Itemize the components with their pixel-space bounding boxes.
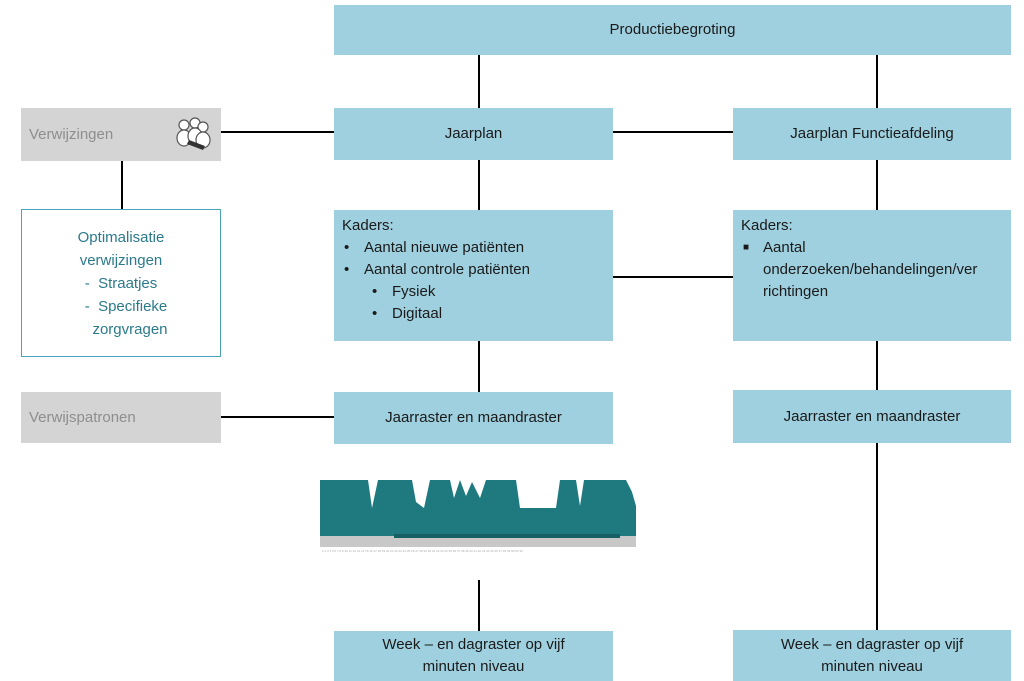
- connector-jaarplan-kaders: [478, 160, 480, 210]
- kaders-left-subitem: •Digitaal: [372, 305, 443, 322]
- raster-left-label: Jaarraster en maandraster: [385, 409, 562, 426]
- raster-left-box: Jaarraster en maandraster: [334, 392, 613, 444]
- people-group-icon: [173, 116, 213, 154]
- optimalisatie-item-zorgvragen: zorgvragen: [92, 320, 168, 338]
- connector-kaders-raster-right: [876, 341, 878, 390]
- connector-raster-week-right: [876, 443, 878, 630]
- connector-functie-kaders: [876, 160, 878, 210]
- kaders-right-item-line: richtingen: [763, 283, 829, 300]
- jaarplan-functie-box: Jaarplan Functieafdeling: [733, 108, 1011, 160]
- week-right-line1: Week – en dagraster op vijf: [780, 635, 964, 653]
- week-right-box: Week – en dagraster op vijf minuten nive…: [733, 630, 1011, 681]
- jaarplan-box: Jaarplan: [334, 108, 613, 160]
- kaders-right-item: ■ Aantal: [743, 239, 806, 256]
- jaarplan-functie-label: Jaarplan Functieafdeling: [790, 125, 954, 142]
- week-left-line1: Week – en dagraster op vijf: [382, 636, 565, 653]
- verwijzingen-label: Verwijzingen: [29, 125, 114, 143]
- verwijspatronen-label: Verwijspatronen: [29, 408, 136, 426]
- connector-top-functie: [876, 55, 878, 110]
- productiebegroting-box: Productiebegroting: [334, 5, 1011, 55]
- kaders-left-item: •Aantal nieuwe patiënten: [344, 239, 525, 256]
- connector-jaarplan-functie: [613, 131, 733, 133]
- raster-right-label: Jaarraster en maandraster: [783, 407, 961, 425]
- kaders-left-box: Kaders: •Aantal nieuwe patiënten •Aantal…: [334, 210, 613, 341]
- week-left-box: Week – en dagraster op vijf minuten nive…: [334, 631, 613, 681]
- capacity-chart: 1 2 3 4 5 6 7 8 9 10 11 12 13 14 15 16 1…: [320, 472, 636, 554]
- svg-text:1 2 3 4 5 6 7 8 9 10 11 12 13: 1 2 3 4 5 6 7 8 9 10 11 12 13 14 15 16 1…: [322, 549, 523, 553]
- connector-verwijspatronen-raster: [221, 416, 334, 418]
- kaders-left-heading: Kaders:: [342, 217, 394, 234]
- connector-verwijzingen-jaarplan: [221, 131, 334, 133]
- connector-top-jaarplan: [478, 55, 480, 110]
- optimalisatie-title-line2: verwijzingen: [79, 251, 163, 269]
- kaders-right-item-line: onderzoeken/behandelingen/ver: [763, 261, 978, 278]
- jaarplan-label: Jaarplan: [444, 125, 503, 142]
- kaders-left-item: •Aantal controle patiënten: [344, 261, 530, 278]
- optimalisatie-item-specifieke: - Specifieke: [84, 297, 168, 315]
- kaders-right-box: Kaders: ■ Aantal onderzoeken/behandeling…: [733, 210, 1011, 341]
- kaders-left-subitem: •Fysiek: [372, 283, 436, 300]
- optimalisatie-box: Optimalisatie verwijzingen - Straatjes -…: [21, 209, 221, 357]
- productiebegroting-label: Productiebegroting: [609, 21, 736, 38]
- kaders-right-heading: Kaders:: [741, 217, 793, 234]
- raster-right-box: Jaarraster en maandraster: [733, 390, 1011, 443]
- kaders-left-list: •Aantal nieuwe patiënten •Aantal control…: [342, 237, 530, 325]
- optimalisatie-item-straatjes: - Straatjes: [84, 274, 158, 292]
- week-right-line2: minuten niveau: [821, 657, 923, 675]
- connector-kaders-kaders: [613, 276, 733, 278]
- verwijspatronen-box: Verwijspatronen: [21, 392, 221, 443]
- verwijzingen-box: Verwijzingen: [21, 108, 221, 161]
- connector-verwijzingen-optimalisatie: [121, 161, 123, 209]
- week-left-line2: minuten niveau: [422, 658, 525, 675]
- connector-chart-week-left: [478, 580, 480, 631]
- connector-kaders-raster-left: [478, 341, 480, 392]
- optimalisatie-title-line1: Optimalisatie: [77, 228, 165, 246]
